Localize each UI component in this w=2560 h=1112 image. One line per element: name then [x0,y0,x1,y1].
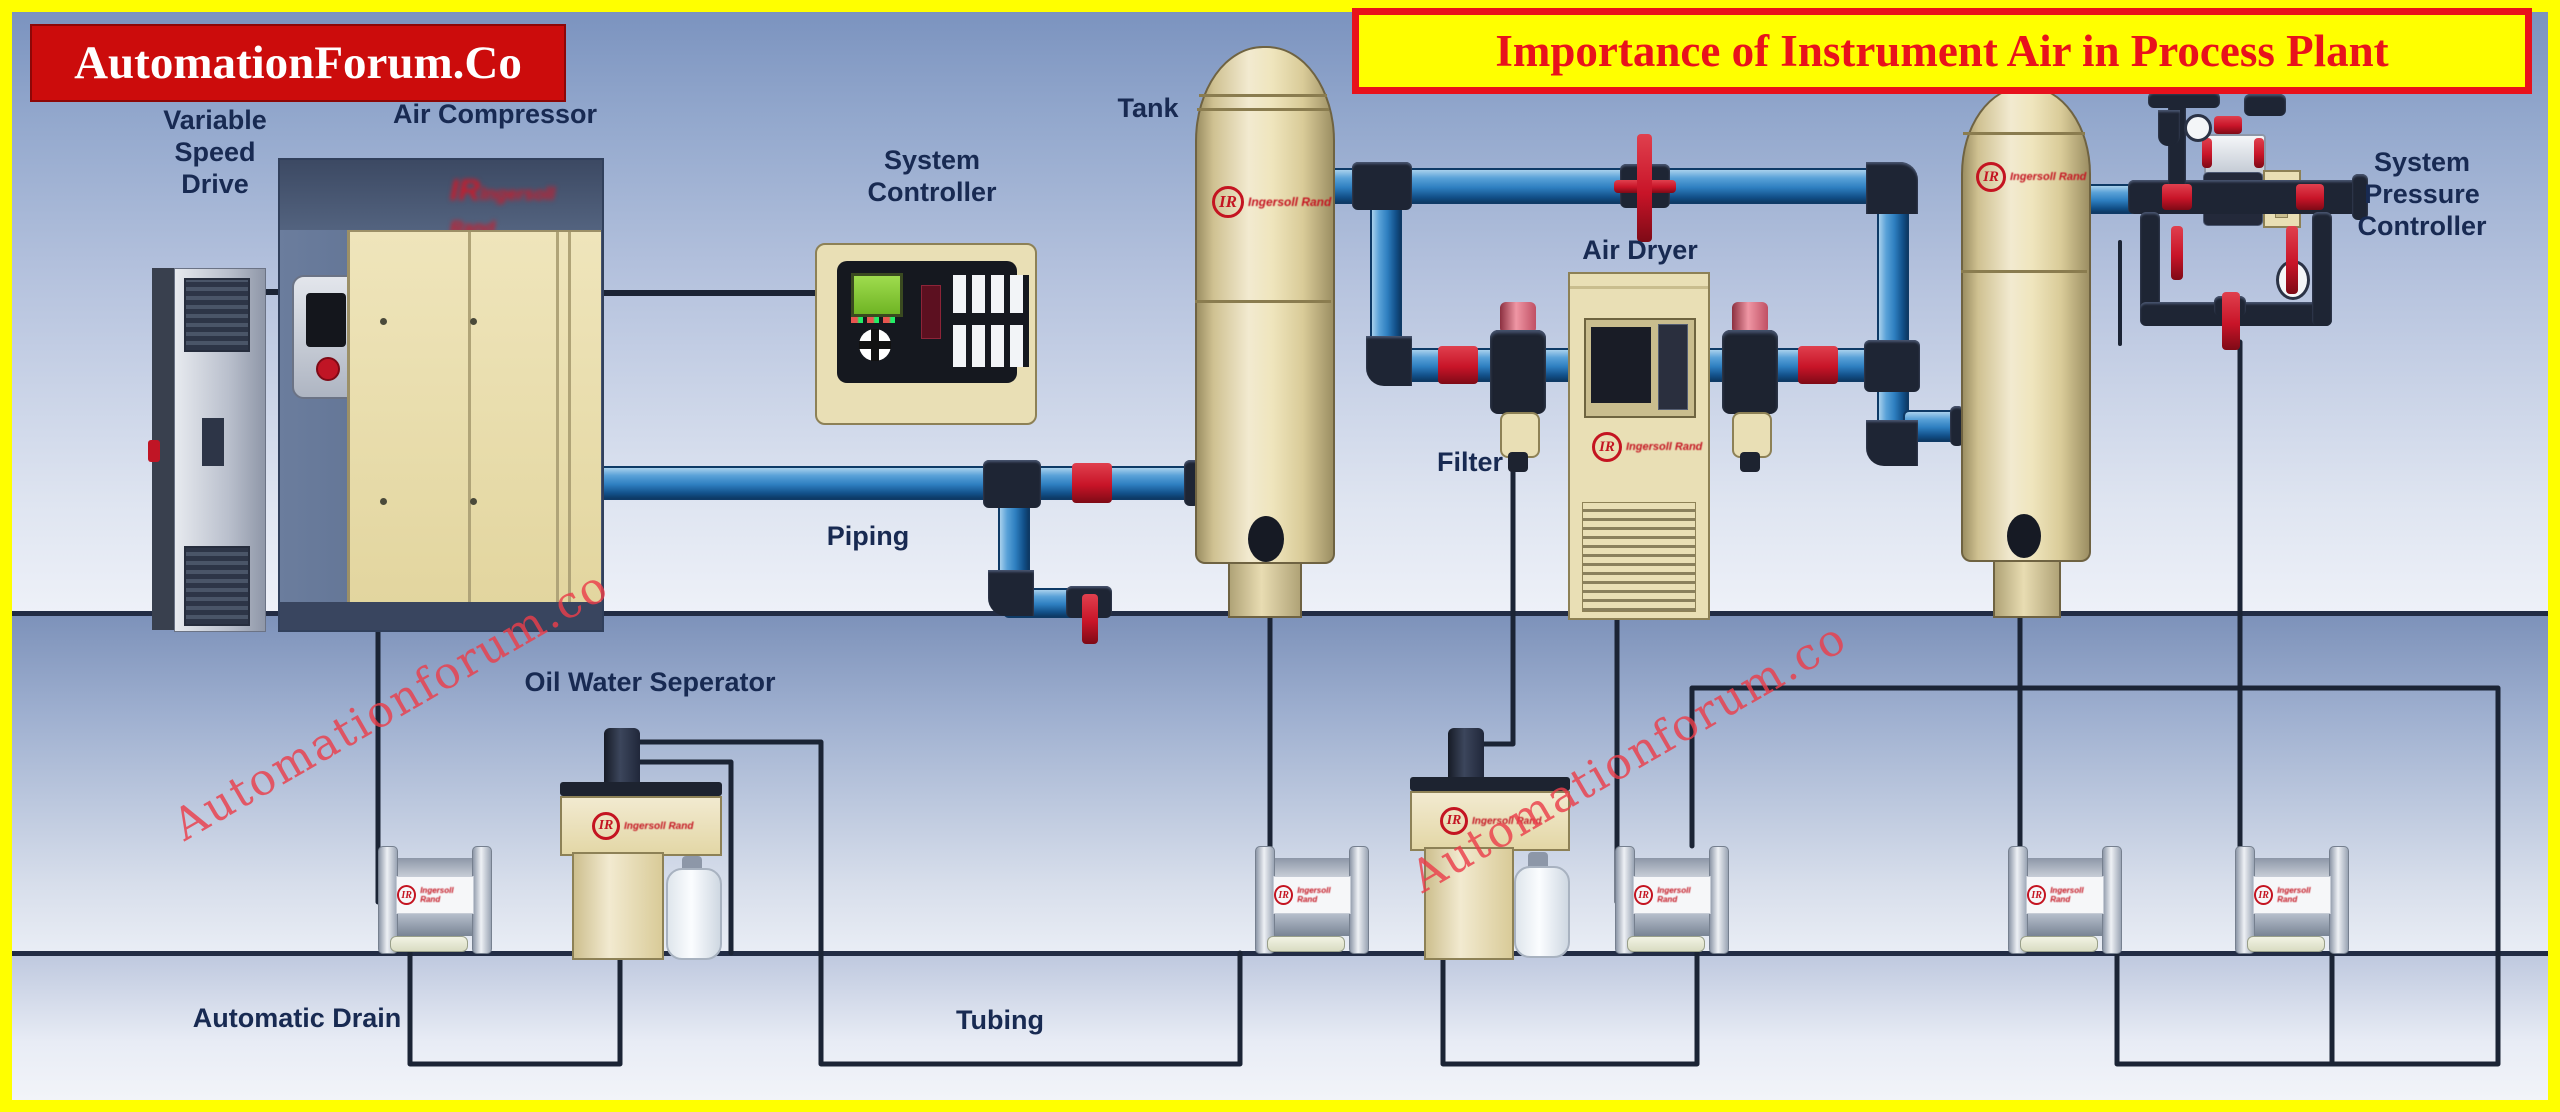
panel-screen [306,293,346,347]
air-compressor-unit: IRIngersoll Rand [278,158,604,632]
pipe-collar [1950,406,1964,446]
pipe-tee-fitting [1864,340,1920,392]
frl-crossbar [2148,92,2220,108]
ir-logo: IR Ingersoll Rand [1592,432,1702,462]
pipe-elbow-fitting [988,570,1034,616]
vent-grille-icon [184,278,250,352]
floor-background [12,956,2548,1100]
valve-icon [2214,116,2242,134]
ir-logo: IR Ingersoll Rand [1976,162,2086,192]
system-pressure-controller-unit [2085,88,2415,398]
valve-icon [2286,226,2298,294]
filter-cap-icon [1732,302,1768,334]
air-receiver-tank-1 [1195,46,1335,564]
vent-grille-icon [1582,502,1696,612]
stop-button-icon [316,357,340,381]
label-air-dryer: Air Dryer [1582,235,1698,265]
dryer-display [1584,318,1696,418]
tank-port-icon [1248,516,1284,562]
label-oil-water-separator: Oil Water Seperator [524,667,776,697]
filter-cap-icon [1500,302,1536,334]
pipe-elbow-fitting [1866,162,1918,214]
valve-icon [1798,346,1838,384]
filter-body [1722,330,1778,414]
pressure-gauge-icon [2184,114,2212,142]
pipe-elbow-fitting [1866,420,1918,466]
valve-icon [2296,184,2324,210]
ir-logo-blur: IRIngersoll Rand [450,174,556,238]
oil-water-separator-unit: IR Ingersoll Rand [560,728,722,960]
pipe-instrument-air [2083,186,2135,212]
tank-pedestal [1228,556,1302,618]
label-system-pressure-controller: System Pressure Controller [2357,147,2487,241]
pipe-right-downcomer [1879,198,1907,448]
ir-logo: IR Ingersoll Rand [1212,186,1331,218]
page-title: Importance of Instrument Air in Process … [1352,8,2532,94]
label-automatic-drain: Automatic Drain [192,1003,402,1033]
site-logo-banner: AutomationForum.Co [30,24,566,102]
filter-drain-tip [1740,452,1760,472]
tank-pedestal [1993,554,2061,618]
pipe-tee-fitting [1352,162,1412,210]
condensate-bottle [666,868,722,960]
floor-line [12,951,2548,956]
valve-icon [1438,346,1478,384]
system-controller-unit [815,243,1037,425]
air-receiver-tank-2 [1961,86,2091,562]
header-valve-handle-icon [1637,134,1652,242]
red-knob-icon [148,440,160,462]
drain-valve-icon [1082,594,1098,644]
keypad-icon [953,275,1029,367]
frl-filter-bowl-icon [2158,110,2180,146]
pipe-elbow-fitting [1366,336,1412,386]
valve-icon [1072,463,1112,503]
pipe-top-header [1328,170,1896,202]
control-knob-icon [859,329,891,361]
label-tubing: Tubing [956,1005,1044,1035]
pipe-tee-fitting [983,460,1041,508]
variable-speed-drive-unit [148,268,266,632]
tank-port-icon [2007,514,2041,558]
controller-screen [851,273,903,317]
label-air-compressor: Air Compressor [392,99,598,129]
digital-readout [921,285,941,339]
label-tank: Tank [1117,93,1179,123]
valve-icon [2162,184,2192,210]
compressor-doors [347,230,601,614]
oil-water-separator-unit: IR Ingersoll Rand [1410,724,1570,960]
filter-bowl [1500,412,1540,458]
condensate-bottle [1514,866,1570,958]
pipe-dryer-riser [1372,200,1400,360]
valve-icon [2171,226,2183,280]
label-filter: Filter [1436,447,1503,477]
display-slot [202,418,224,466]
filter-body [1490,330,1546,414]
label-piping: Piping [826,521,910,551]
valve-icon [2222,292,2240,350]
air-dryer-unit: IR Ingersoll Rand [1568,272,1710,620]
filter-drain-tip [1508,452,1528,472]
vent-grille-icon [184,546,250,626]
status-leds-icon [851,317,897,323]
